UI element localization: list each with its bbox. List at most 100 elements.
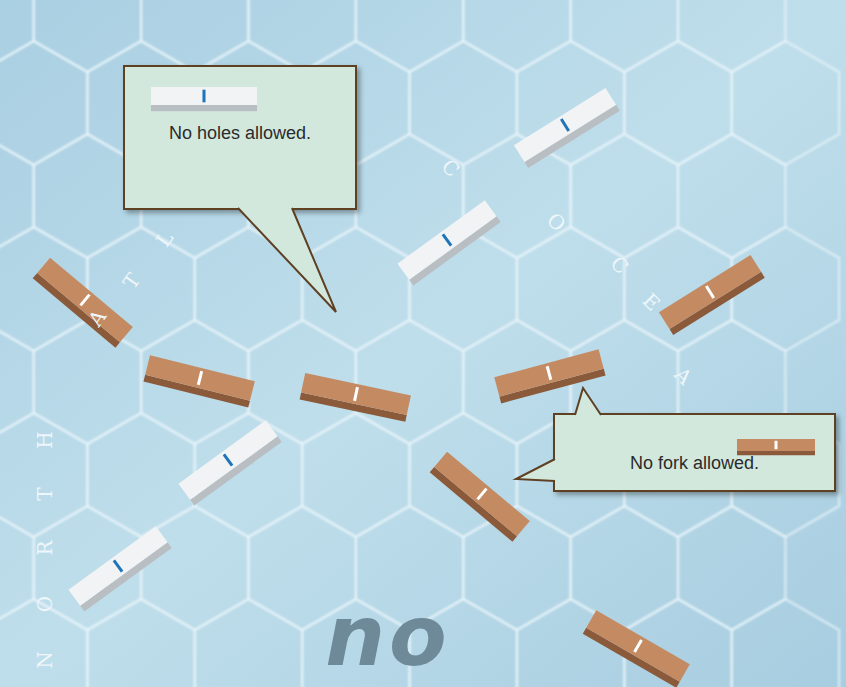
map-letter: R [33,540,57,555]
brown-piece [494,349,605,403]
callout-tail [238,208,336,312]
hex-cell [195,599,302,687]
hex-cell [356,0,463,72]
hex-cell [302,413,409,537]
hex-cell [356,320,463,444]
piece-stripe [113,559,124,572]
map-letter: E [637,288,664,315]
piece-top [178,420,277,500]
piece-top [737,439,815,451]
hex-cell [0,134,34,258]
map-letter: A [669,362,696,389]
hex-cell [678,0,785,72]
piece-top [68,526,167,606]
map-letter: O [542,208,571,237]
brown-piece [659,255,765,335]
piece-stripe [223,453,234,466]
brown-piece [583,610,690,687]
hex-cell [0,0,34,72]
hex-cell [87,599,194,687]
hex-cell [302,227,409,351]
piece-end [257,87,258,111]
white-piece [151,87,257,111]
callout-text: No holes allowed. [135,123,345,144]
hex-cell [463,0,570,72]
callout-box: No holes allowed. [123,65,357,210]
callout-tail-edge [575,388,601,415]
hex-cell [141,0,248,72]
callout-tail-edge [238,208,336,312]
hex-cell [678,134,785,258]
brown-piece [300,373,411,422]
white-piece [397,200,500,285]
hex-cell [517,227,624,351]
piece-stripe [203,90,206,103]
hex-cell [356,134,463,258]
callout-box: No fork allowed. [553,413,836,492]
hex-cell [0,413,87,537]
hex-cell [141,506,248,630]
piece-stripe [546,366,553,380]
piece-top [151,87,257,105]
map-letter: H [33,431,57,448]
hex-cell [678,506,785,630]
callout-text: No fork allowed. [565,453,824,474]
hex-cell [571,506,678,630]
callout-tail-edge [516,459,555,481]
piece-top [659,255,761,329]
hex-cell [248,0,355,72]
piece-top [37,258,133,343]
map-letter: O [33,596,57,612]
hex-cell [463,134,570,258]
piece-stripe [705,285,715,298]
map-letter: L [151,227,178,252]
hex-cell [195,227,302,351]
hex-cell [410,41,517,165]
brown-piece [737,439,815,455]
piece-stripe [560,118,570,131]
piece-stripe [476,488,487,501]
map-letter: T [118,269,145,294]
piece-side [151,105,257,111]
map-letter: C [437,154,465,182]
hex-cell [34,320,141,444]
piece-stripe [633,639,643,653]
piece-top [494,349,603,396]
piece-stripe [775,441,778,449]
big-word: no [325,587,451,685]
hex-cell [571,0,678,72]
piece-stripe [353,387,359,401]
hex-cell [34,0,141,72]
hex-cell [87,413,194,537]
piece-top [397,200,496,280]
callout-tail [516,459,555,481]
hex-cell [0,41,87,165]
white-piece [68,526,171,611]
white-piece [178,420,281,505]
piece-top [301,373,411,415]
map-letter: N [33,651,57,669]
hex-cell [624,41,731,165]
brown-piece [143,355,254,407]
hex-cell [732,599,839,687]
piece-side [737,451,815,455]
hex-cell [0,506,34,630]
piece-top [434,452,530,537]
brown-piece [430,452,530,542]
callout-tail [575,388,601,415]
hex-cell [571,134,678,258]
hex-cell [732,227,839,351]
piece-top [586,610,690,681]
piece-stripe [197,371,203,385]
piece-top [514,88,616,162]
piece-stripe [79,294,90,307]
piece-end [815,439,816,455]
map-letter: T [33,487,57,500]
piece-stripe [442,233,453,246]
hex-cell [0,320,34,444]
map-letter: A [83,305,111,331]
brown-piece [33,258,133,348]
